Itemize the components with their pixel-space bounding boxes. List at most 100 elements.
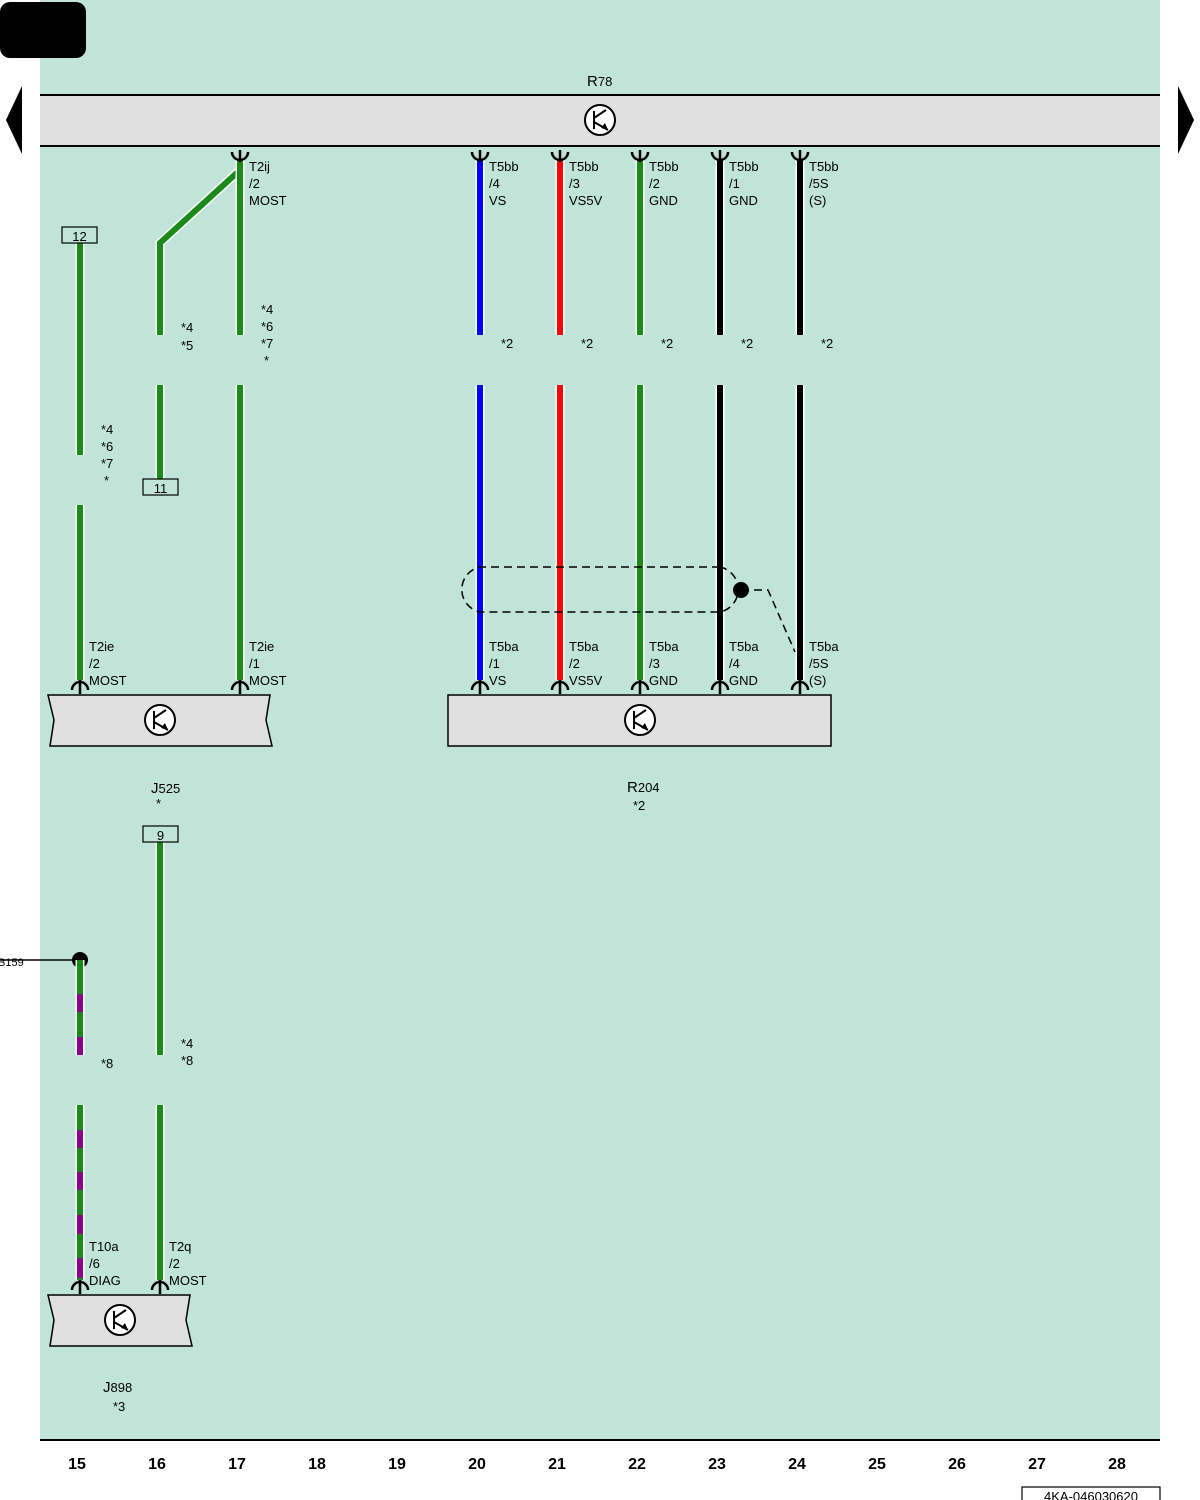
svg-text:MOST: MOST — [89, 673, 127, 688]
svg-text:VS5V: VS5V — [569, 193, 603, 208]
svg-text:/2: /2 — [649, 176, 660, 191]
connector-label-t10a: T10a /6 DIAG — [89, 1239, 121, 1288]
svg-text:*6: *6 — [261, 319, 273, 334]
svg-text:GND: GND — [729, 673, 758, 688]
column-number-16: 16 — [148, 1456, 166, 1473]
column-number-26: 26 — [948, 1456, 966, 1473]
svg-text:*: * — [104, 473, 109, 488]
svg-text:T2ie: T2ie — [89, 639, 114, 654]
note-col17-upper: *4 *6 *7 * — [261, 302, 273, 368]
column-number-24: 24 — [788, 1456, 806, 1473]
svg-text:/3: /3 — [569, 176, 580, 191]
svg-text:/1: /1 — [249, 656, 260, 671]
page-reference: 4KA-046030620 — [1021, 1486, 1161, 1500]
svg-text:*: * — [264, 353, 269, 368]
next-page-arrow-icon[interactable] — [1178, 86, 1194, 154]
svg-text:T5ba: T5ba — [489, 639, 519, 654]
r204-label: R204 — [627, 779, 660, 796]
svg-text:/1: /1 — [489, 656, 500, 671]
svg-text:4KA-046030620: 4KA-046030620 — [1044, 1489, 1138, 1500]
location-box-12: 12 — [61, 226, 98, 244]
connector-label-t5bb-4: T5bb /4 VS — [489, 159, 519, 208]
note-col21: *2 — [581, 336, 593, 351]
connector-label-t5ba-5s: T5ba /5S (S) — [809, 639, 839, 688]
j898-component-icon — [104, 1304, 136, 1336]
svg-text:T10a: T10a — [89, 1239, 119, 1254]
column-number-27: 27 — [1028, 1456, 1046, 1473]
location-box-9: 9 — [142, 825, 179, 843]
note-col15-lower: *8 — [101, 1056, 113, 1071]
column-number-19: 19 — [388, 1456, 406, 1473]
j898-note: *3 — [113, 1399, 125, 1414]
r204-component-icon — [624, 704, 656, 736]
svg-text:MOST: MOST — [169, 1273, 207, 1288]
connector-label-t5ba-3: T5ba /3 GND — [649, 639, 679, 688]
svg-text:/1: /1 — [729, 176, 740, 191]
column-number-25: 25 — [868, 1456, 886, 1473]
column-number-21: 21 — [548, 1456, 566, 1473]
svg-text:/4: /4 — [489, 176, 500, 191]
r78-label: R78 — [587, 73, 612, 90]
mid-pins — [70, 680, 810, 694]
note-col16-upper: *4 *5 — [181, 320, 193, 353]
connector-label-t2ie-1: T2ie /1 MOST — [249, 639, 287, 688]
r78-component-icon — [584, 104, 616, 136]
column-number-28: 28 — [1108, 1456, 1126, 1473]
svg-text:T5ba: T5ba — [809, 639, 839, 654]
j525-label: J525 — [151, 780, 180, 797]
j525-component-icon — [144, 704, 176, 736]
svg-text:/5S: /5S — [809, 656, 829, 671]
svg-text:9: 9 — [157, 828, 164, 843]
svg-text:T5bb: T5bb — [729, 159, 759, 174]
svg-text:*4: *4 — [261, 302, 273, 317]
connector-label-t5bb-5s: T5bb /5S (S) — [809, 159, 839, 208]
svg-text:VS: VS — [489, 193, 507, 208]
svg-text:12: 12 — [72, 229, 86, 244]
note-col22: *2 — [661, 336, 673, 351]
column-number-15: 15 — [68, 1456, 86, 1473]
svg-text:T5ba: T5ba — [569, 639, 599, 654]
svg-text:*4: *4 — [101, 422, 113, 437]
svg-text:T2ie: T2ie — [249, 639, 274, 654]
svg-text:MOST: MOST — [249, 193, 287, 208]
svg-text:/2: /2 — [569, 656, 580, 671]
connector-label-t5bb-1: T5bb /1 GND — [729, 159, 759, 208]
previous-page-arrow-icon[interactable] — [6, 86, 22, 154]
b159-reference-label: B159 — [0, 957, 24, 969]
svg-text:T2q: T2q — [169, 1239, 191, 1254]
connector-label-t5bb-2: T5bb /2 GND — [649, 159, 679, 208]
connector-label-t2ie-2: T2ie /2 MOST — [89, 639, 127, 688]
j525-note: * — [156, 796, 161, 811]
page-corner-badge — [0, 2, 86, 58]
svg-text:*6: *6 — [101, 439, 113, 454]
note-col20: *2 — [501, 336, 513, 351]
column-number-22: 22 — [628, 1456, 646, 1473]
connector-label-t5ba-2: T5ba /2 VS5V — [569, 639, 603, 688]
connector-label-t5ba-4: T5ba /4 GND — [729, 639, 759, 688]
svg-text:GND: GND — [649, 193, 678, 208]
note-col23: *2 — [741, 336, 753, 351]
svg-text:/2: /2 — [169, 1256, 180, 1271]
connector-label-t5bb-3: T5bb /3 VS5V — [569, 159, 603, 208]
connector-label-t2q: T2q /2 MOST — [169, 1239, 207, 1288]
svg-text:/2: /2 — [89, 656, 100, 671]
bottom-pins — [70, 1280, 170, 1294]
svg-text:T5bb: T5bb — [489, 159, 519, 174]
location-box-11: 11 — [142, 478, 179, 496]
svg-text:T5bb: T5bb — [809, 159, 839, 174]
svg-text:MOST: MOST — [249, 673, 287, 688]
svg-text:/6: /6 — [89, 1256, 100, 1271]
svg-text:VS5V: VS5V — [569, 673, 603, 688]
svg-text:11: 11 — [154, 481, 168, 496]
svg-text:*7: *7 — [101, 456, 113, 471]
svg-text:/5S: /5S — [809, 176, 829, 191]
wire-16-upper — [155, 166, 244, 480]
svg-text:*8: *8 — [181, 1053, 193, 1068]
svg-text:/2: /2 — [249, 176, 260, 191]
svg-text:T2ij: T2ij — [249, 159, 270, 174]
svg-text:(S): (S) — [809, 193, 826, 208]
svg-text:T5ba: T5ba — [729, 639, 759, 654]
svg-text:*4: *4 — [181, 320, 193, 335]
svg-text:T5ba: T5ba — [649, 639, 679, 654]
